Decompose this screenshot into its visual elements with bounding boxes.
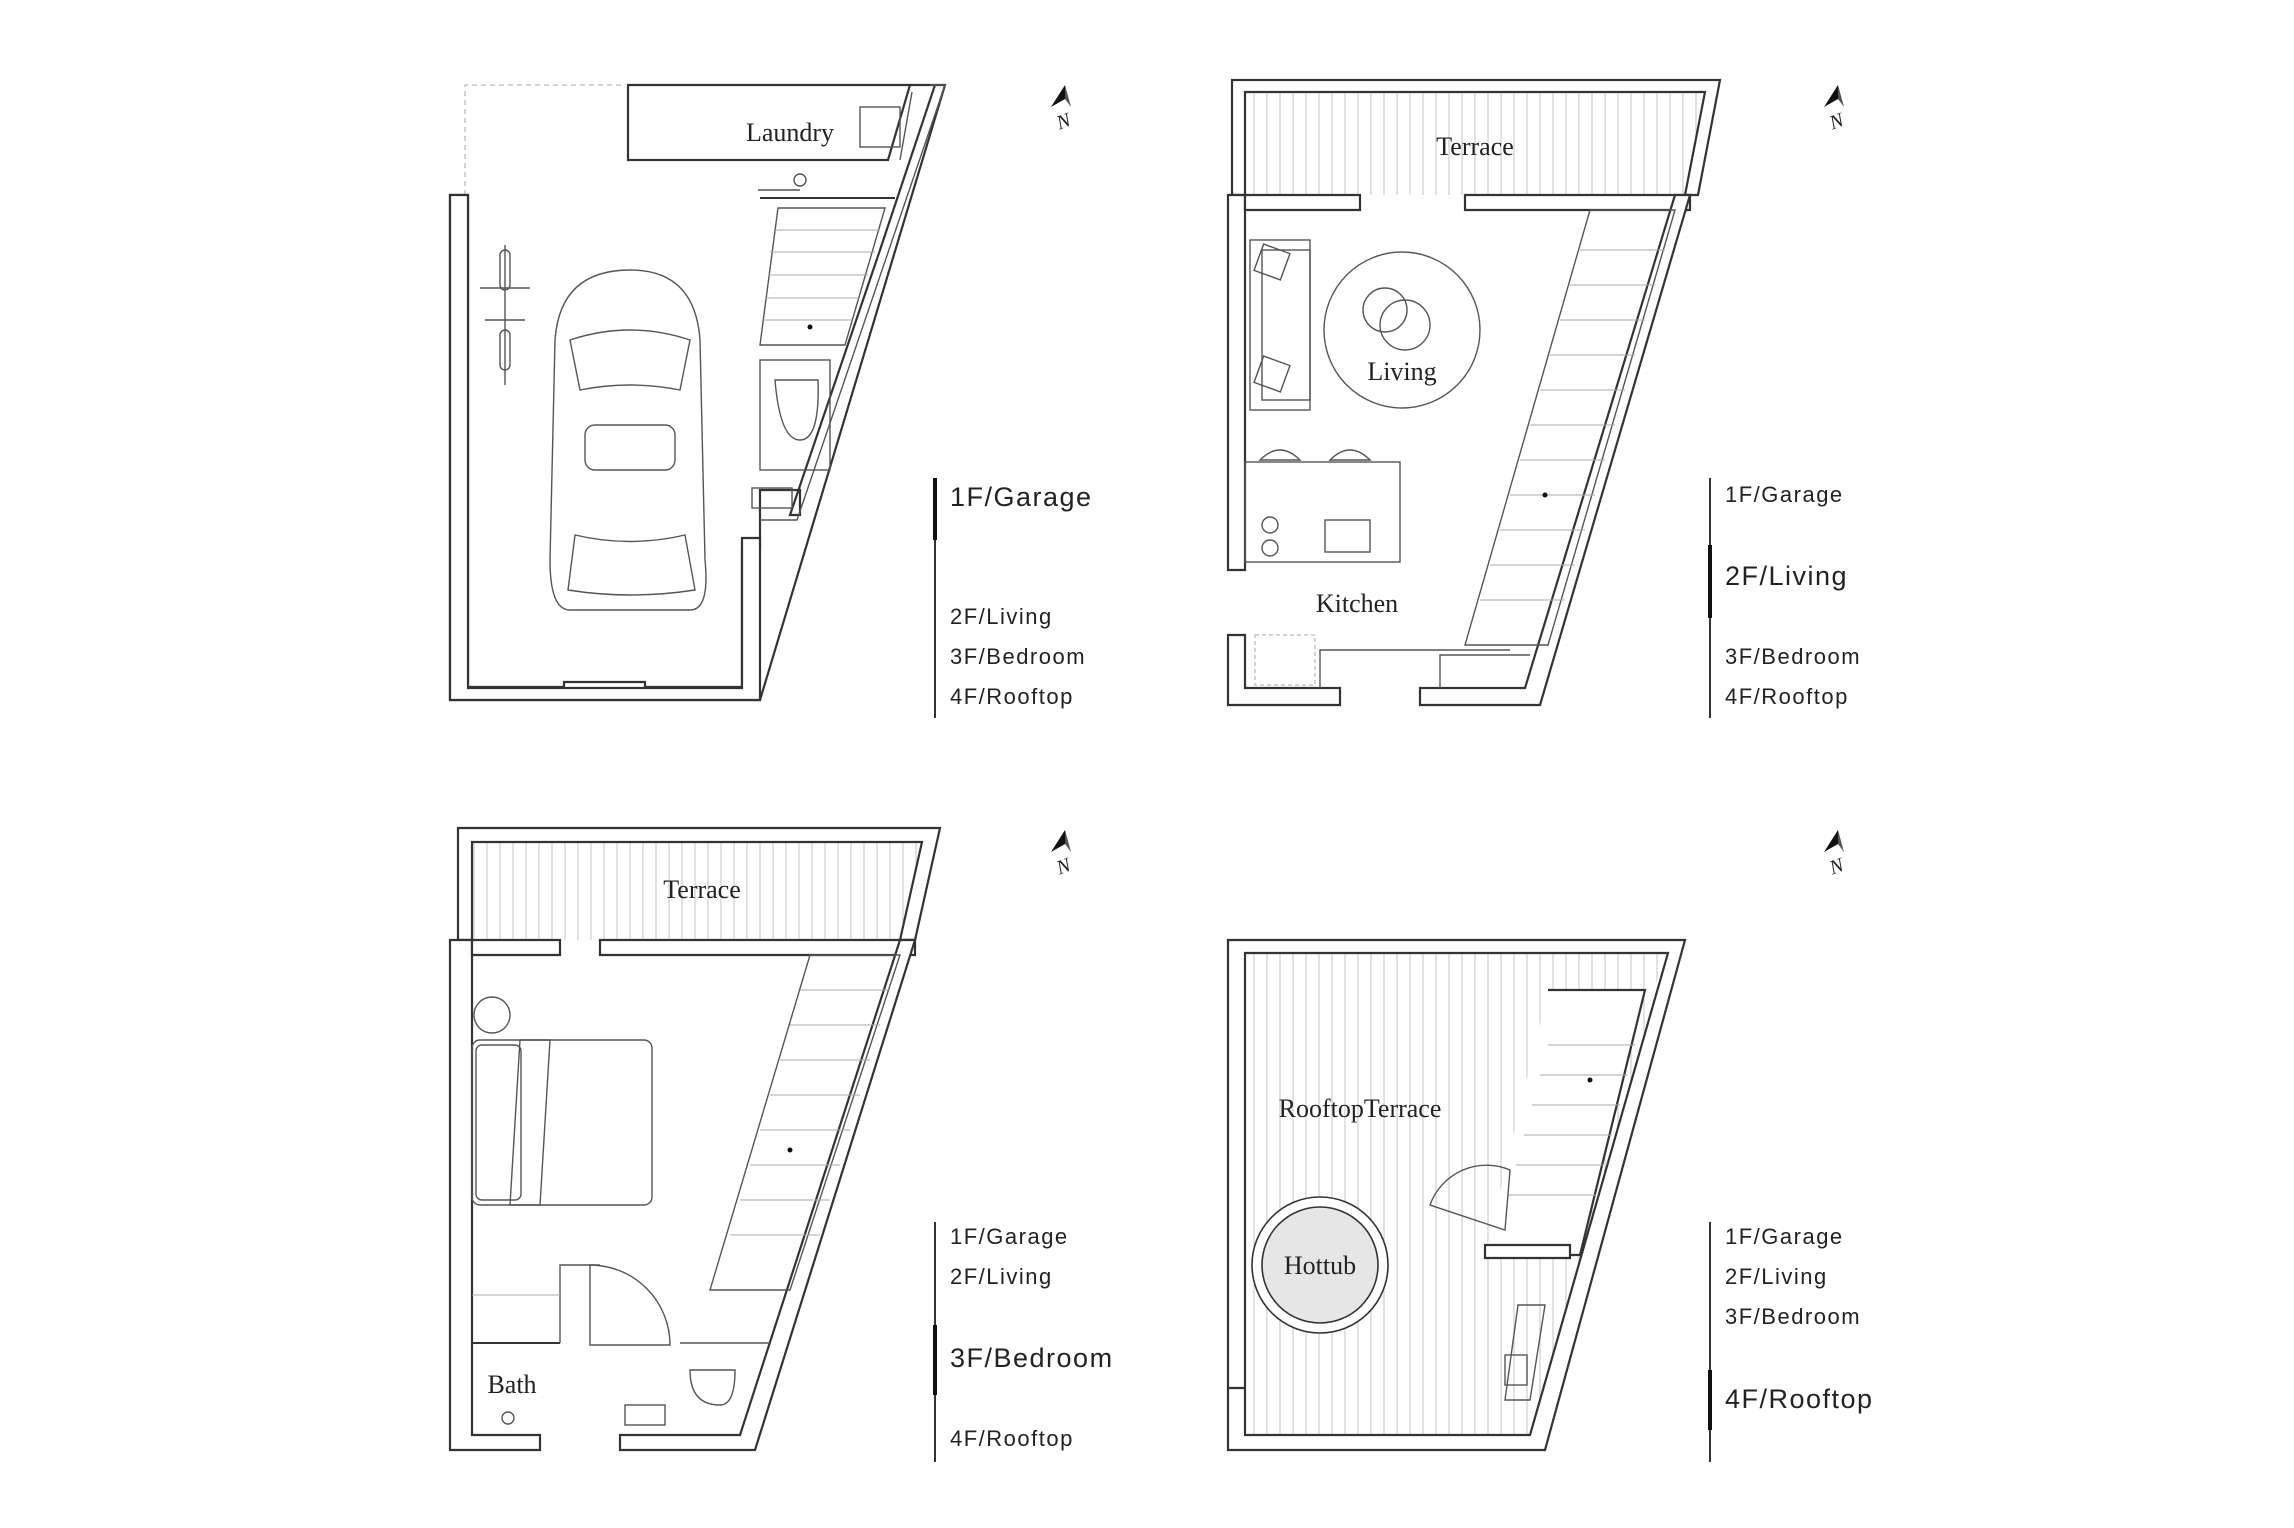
index-item: 3F/Bedroom [1725, 644, 1861, 669]
hottub: Hottub [1251, 1196, 1389, 1334]
index-item: 2F/Living [1725, 1264, 1828, 1289]
north-label: N [1053, 108, 1076, 134]
north-arrow-icon: N [1051, 830, 1075, 880]
plan-2f-living: Terrace Living Kitchen [1226, 78, 1861, 718]
index-item: 2F/Living [950, 1264, 1053, 1289]
index-item: 3F/Bedroom [1725, 1304, 1861, 1329]
index-item: 1F/Garage [950, 1224, 1069, 1249]
stair-arrow-icon [1542, 492, 1548, 498]
toilet-icon [689, 1369, 736, 1406]
stair-3f [709, 954, 901, 1291]
room-label-terrace: Terrace [663, 875, 741, 904]
room-label-kitchen: Kitchen [1316, 589, 1398, 618]
index-item: 4F/Rooftop [950, 684, 1074, 709]
north-label: N [1053, 853, 1076, 879]
index-item: 4F/Rooftop [1725, 684, 1849, 709]
index-item: 1F/Garage [1725, 1224, 1844, 1249]
room-label-laundry: Laundry [746, 118, 834, 147]
sink-icon [1504, 1354, 1528, 1386]
north-label: N [1826, 108, 1849, 134]
sink-icon [1324, 519, 1371, 553]
room-label-bath: Bath [487, 1370, 536, 1399]
sink-icon [624, 1404, 666, 1426]
room-label-rooftop-terrace: RooftopTerrace [1279, 1094, 1442, 1123]
floor-index-2f: 1F/Garage 2F/Living 3F/Bedroom 4F/Roofto… [1708, 478, 1861, 718]
floor-index-1f: 1F/Garage 2F/Living 3F/Bedroom 4F/Roofto… [933, 478, 1093, 718]
index-item: 1F/Garage [1725, 482, 1844, 507]
sink-icon [751, 487, 793, 509]
index-active: 1F/Garage [950, 482, 1093, 512]
sofa-icon [1249, 239, 1311, 411]
index-active: 4F/Rooftop [1725, 1384, 1874, 1414]
north-arrow-icon: N [1051, 85, 1075, 135]
plan-4f-rooftop: RooftopTerrace Hottub N 1F/Garage 2F/Liv… [1226, 830, 1874, 1462]
plan-1f-garage: Laundry N 1F/Garage 2F/Living 3F/Bedroom… [448, 83, 1093, 718]
index-item: 3F/Bedroom [950, 644, 1086, 669]
rug [1323, 251, 1481, 409]
bicycle-icon [480, 245, 530, 385]
kitchen-island [1244, 461, 1401, 563]
bed-icon [471, 1039, 653, 1206]
hottub-label: Hottub [1284, 1251, 1356, 1280]
index-active: 2F/Living [1725, 561, 1848, 591]
index-item: 2F/Living [950, 604, 1053, 629]
toilet-icon [774, 379, 819, 441]
index-item: 4F/Rooftop [950, 1426, 1074, 1451]
stair-2f [1464, 209, 1676, 646]
north-label: N [1826, 853, 1849, 879]
north-arrow-icon: N [1824, 830, 1848, 880]
stair-1f [759, 207, 886, 346]
north-arrow-icon: N [1824, 85, 1848, 135]
index-active: 3F/Bedroom [950, 1343, 1114, 1373]
stair-arrow-icon [807, 324, 813, 330]
room-label-terrace: Terrace [1436, 132, 1514, 161]
floor-index-4f: 1F/Garage 2F/Living 3F/Bedroom 4F/Roofto… [1708, 1222, 1874, 1462]
stair-arrow-icon [787, 1147, 793, 1153]
room-label-living: Living [1367, 357, 1436, 386]
stair-arrow-icon [1587, 1077, 1593, 1083]
floor-index-3f: 1F/Garage 2F/Living 3F/Bedroom 4F/Roofto… [933, 1222, 1114, 1462]
plan-3f-bedroom: Terrace [448, 826, 1114, 1462]
car-icon [549, 269, 707, 611]
